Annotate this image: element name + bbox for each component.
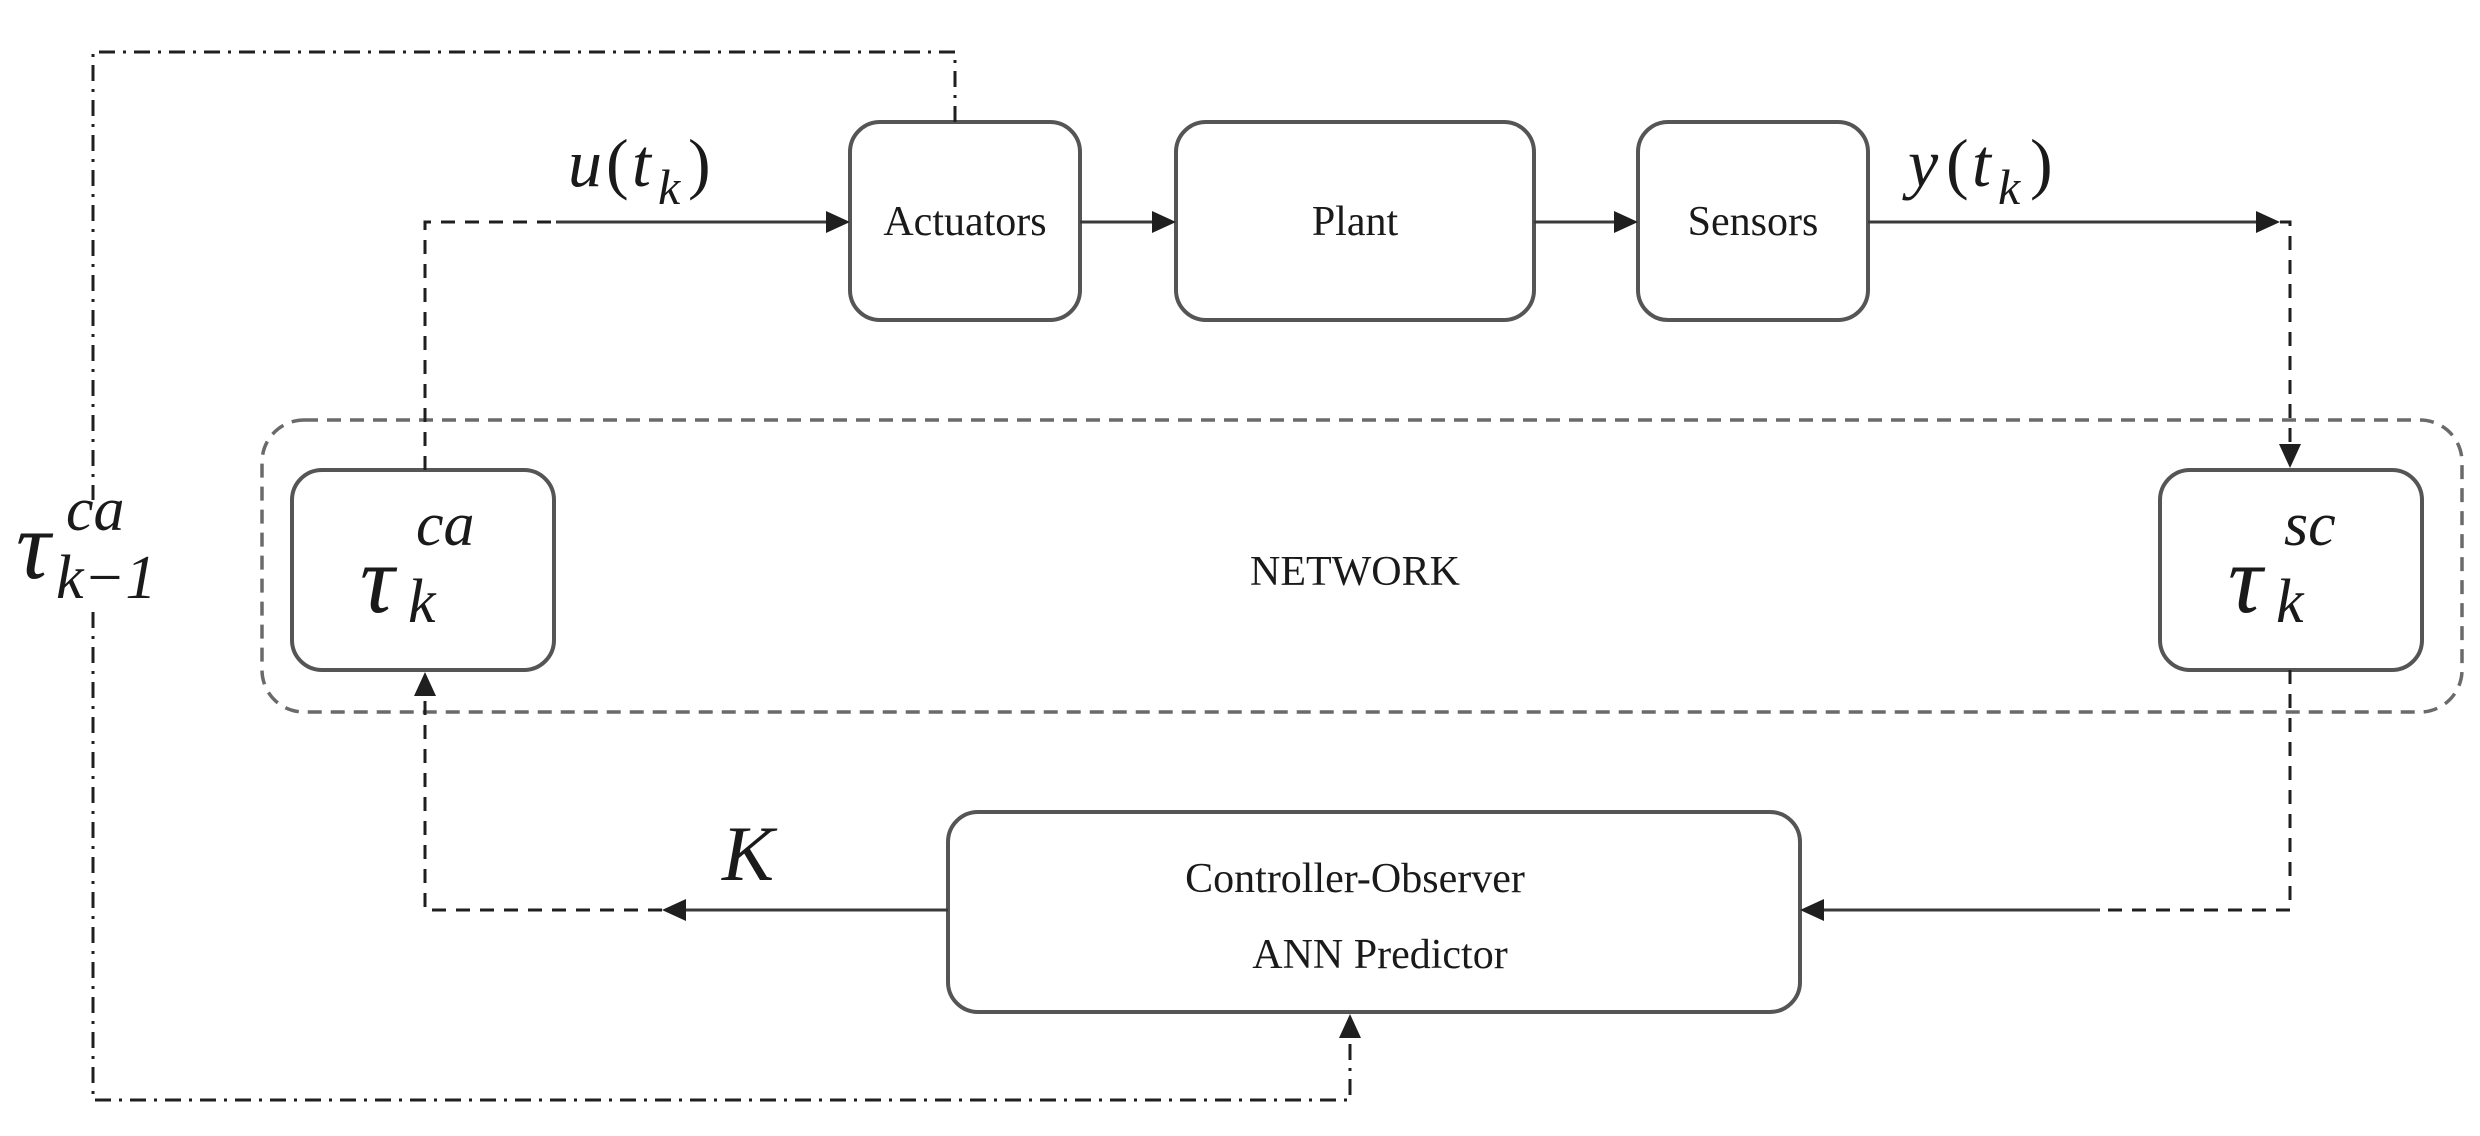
tau-ca-subscript: k (408, 568, 437, 636)
y-paren-close: ) (2030, 125, 2053, 201)
tau-sc-label: τ sc k (2228, 491, 2336, 636)
k-to-tau-ca-dashed-path (423, 694, 662, 912)
controller-feedback-arrowhead (1339, 1014, 1361, 1038)
u-sub: k (658, 159, 681, 215)
u-t: t (632, 125, 653, 201)
controller-label-line2: ANN Predictor (1252, 932, 1507, 978)
network-region (260, 418, 2464, 714)
plant-input-arrowhead (1152, 211, 1176, 233)
tau-prev-label: τ ca k−1 (16, 476, 156, 612)
u-paren-close: ) (688, 125, 711, 201)
tau-prev-top-feedback-path (91, 50, 957, 500)
tau-prev-superscript: ca (66, 476, 125, 544)
tau-sc-to-controller-dashed-path (2100, 670, 2292, 912)
y-main: y (1902, 125, 1939, 201)
tau-prev-subscript: k−1 (56, 544, 156, 612)
tau-sc-symbol: τ (2228, 526, 2266, 633)
y-t: t (1972, 125, 1993, 201)
actuators-label: Actuators (883, 199, 1046, 245)
gain-k-label: K (721, 810, 778, 897)
u-signal-label: u ( t k ) (568, 125, 711, 215)
tau-ca-to-u-dashed-path (423, 220, 556, 470)
y-paren-open: ( (1946, 125, 1969, 201)
tau-sc-subscript: k (2276, 568, 2305, 636)
plant-label: Plant (1312, 199, 1399, 245)
sensors-label: Sensors (1688, 199, 1819, 245)
tau-prev-bottom-feedback-path (91, 612, 1352, 1102)
tau-prev-symbol: τ (16, 492, 54, 599)
tau-ca-block (290, 468, 556, 672)
tau-ca-label: τ ca k (360, 491, 475, 636)
tau-ca-superscript: ca (416, 491, 475, 559)
k-output-arrowhead (662, 899, 686, 921)
y-sub: k (1998, 159, 2021, 215)
y-signal-label: y ( t k ) (1902, 125, 2053, 215)
tau-ca-input-arrowhead (414, 672, 436, 696)
sensors-input-arrowhead (1614, 211, 1638, 233)
controller-label-line1: Controller-Observer (1185, 856, 1525, 902)
controller-input-arrowhead (1800, 899, 1824, 921)
u-main: u (568, 125, 602, 201)
y-to-tau-sc-dashed-path (2280, 220, 2292, 448)
actuators-input-arrowhead (826, 211, 850, 233)
y-output-arrowhead (2256, 211, 2280, 233)
network-label: NETWORK (1250, 549, 1460, 595)
controller-block (946, 810, 1802, 1014)
u-paren-open: ( (606, 125, 629, 201)
tau-sc-superscript: sc (2284, 491, 2336, 559)
tau-ca-symbol: τ (360, 526, 398, 633)
tau-sc-input-arrowhead (2279, 444, 2301, 468)
